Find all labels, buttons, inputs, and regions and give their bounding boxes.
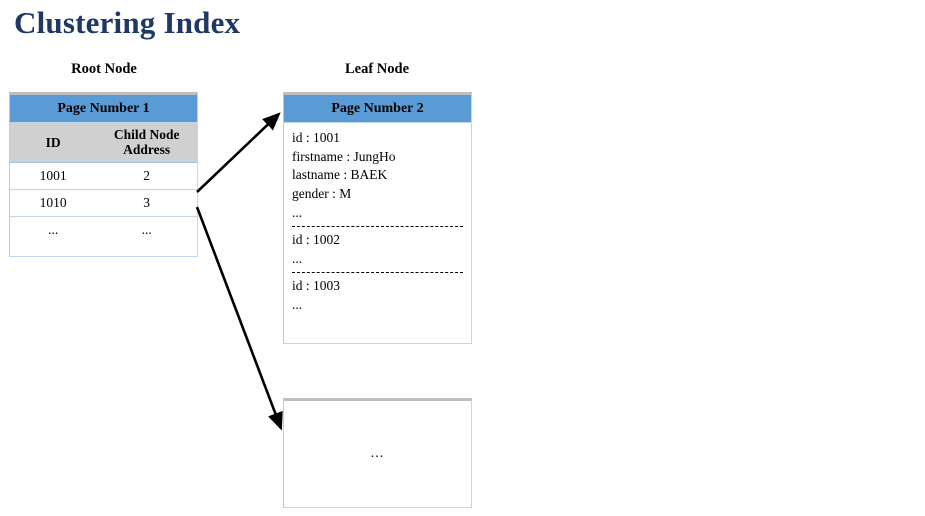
table-row: ... ...	[10, 216, 197, 244]
record-field: id : 1002	[292, 232, 341, 248]
leaf-node-page-header: Page Number 2	[284, 95, 471, 123]
cell-id: ...	[10, 216, 97, 244]
record-entry: id : 1002 ...	[292, 231, 463, 268]
arrow-root-to-leaf-node	[196, 112, 281, 193]
root-node-table-body: 1001 2 1010 3 ... ...	[10, 162, 197, 244]
page-title: Clustering Index	[14, 5, 241, 40]
cell-id: 1001	[10, 162, 97, 191]
column-header-line-1: Child Node	[113, 127, 180, 142]
leaf-node-box: Page Number 2 id : 1001 firstname : Jung…	[283, 92, 472, 344]
record-entry: id : 1003 ...	[292, 277, 463, 314]
leaf-node-caption: Leaf Node	[344, 61, 410, 77]
cell-address: ...	[96, 216, 197, 244]
record-separator	[292, 272, 463, 274]
record-field: firstname : JungHo	[292, 148, 396, 164]
root-node-caption: Root Node	[71, 61, 137, 77]
cell-address: 2	[96, 162, 197, 191]
root-node-page-header: Page Number 1	[10, 95, 197, 123]
column-header-line-2: Address	[123, 142, 171, 158]
cell-id: 1010	[10, 189, 97, 218]
record-field: ...	[292, 204, 303, 220]
record-field: ...	[292, 250, 303, 266]
record-field: lastname : BAEK	[292, 167, 388, 183]
record-entry: id : 1001 firstname : JungHo lastname : …	[292, 129, 463, 222]
table-row: 1001 2	[10, 162, 197, 191]
more-node-ellipsis: ...	[370, 446, 385, 461]
leaf-node-records: id : 1001 firstname : JungHo lastname : …	[284, 123, 471, 319]
record-field: ...	[292, 297, 303, 312]
record-field: id : 1003	[292, 278, 341, 294]
record-field: gender : M	[292, 185, 352, 201]
arrow-root-to-more-node	[195, 206, 283, 431]
record-separator	[292, 226, 463, 228]
more-node-box: ...	[283, 398, 472, 508]
cell-address: 3	[96, 189, 197, 218]
record-field: id : 1001	[292, 130, 341, 145]
table-row: 1010 3	[10, 189, 197, 218]
column-header-id: ID	[10, 123, 97, 164]
